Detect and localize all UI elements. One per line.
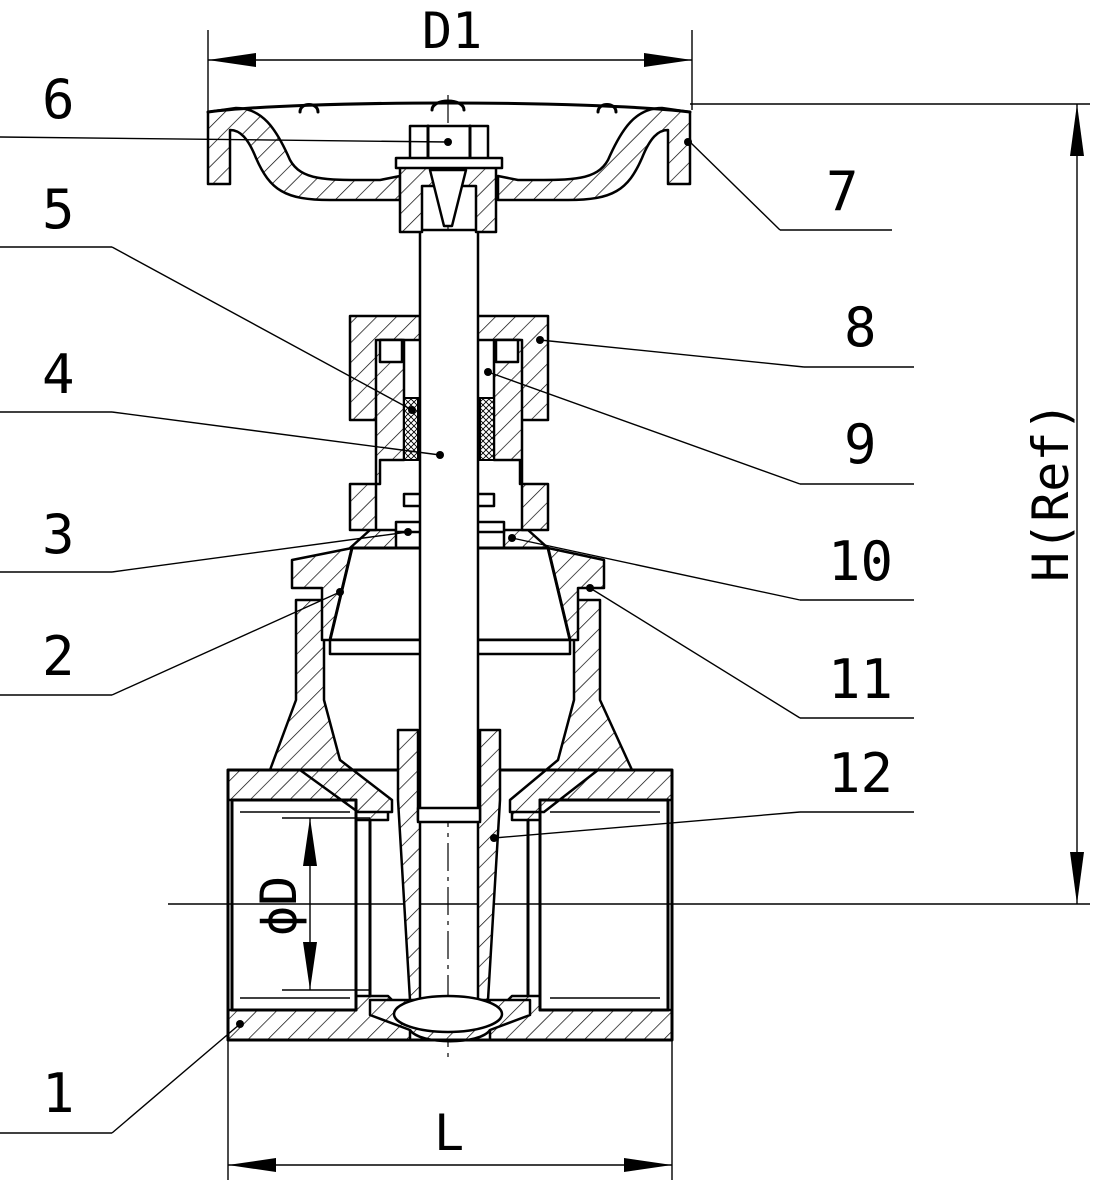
dimension-label-h: H(Ref) [1022,401,1080,582]
leader-dots [236,138,692,1028]
dimension-h [690,103,1090,904]
dimension-label-l: L [434,1104,464,1162]
leader-lines [0,136,914,1134]
part-label-8: 8 [844,296,877,359]
part-label-6: 6 [42,68,75,131]
part-label-5: 5 [42,178,75,241]
part-label-9: 9 [844,413,877,476]
part-label-7: 7 [826,160,859,223]
part-label-1: 1 [42,1062,75,1125]
dimension-d1 [207,30,693,112]
stem [418,228,480,822]
dimension-l [227,1040,673,1180]
gate-wedge [392,728,504,1034]
part-label-11: 11 [828,648,893,711]
hex-nut [394,124,504,170]
dimension-phi-d [282,817,370,991]
dimension-label-phi-d: ϕD [250,876,308,936]
part-label-2: 2 [42,625,75,688]
handwheel [206,99,692,234]
part-label-12: 12 [828,742,893,805]
part-label-3: 3 [42,503,75,566]
part-label-10: 10 [828,530,893,593]
part-label-4: 4 [42,343,75,406]
dimension-label-d1: D1 [422,2,482,60]
